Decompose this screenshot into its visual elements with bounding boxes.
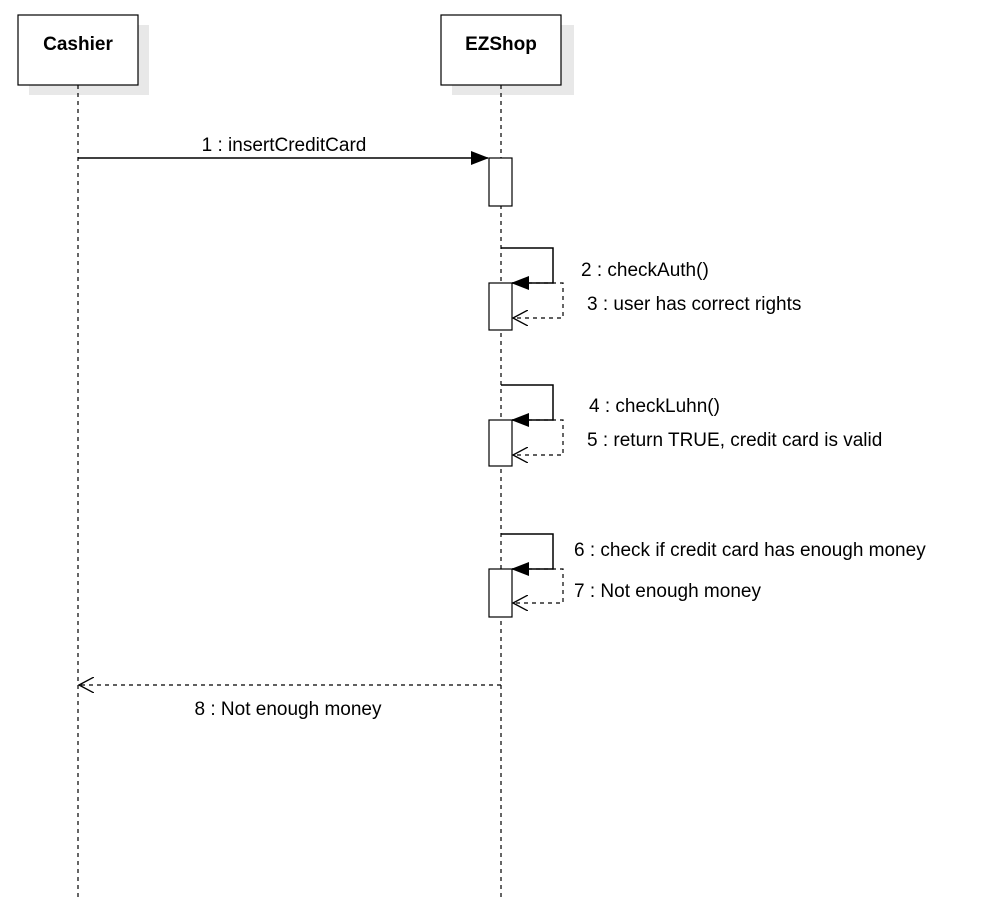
activation-bar-3 <box>488 419 513 467</box>
message-3-arrow <box>512 282 564 318</box>
activation-bar-4 <box>488 568 513 618</box>
activation-bar-2 <box>488 282 513 331</box>
message-3-label: 3 : user has correct rights <box>587 294 801 315</box>
message-8-label: 8 : Not enough money <box>195 699 382 720</box>
message-4-arrow <box>501 384 554 427</box>
message-5-label: 5 : return TRUE, credit card is valid <box>587 430 882 451</box>
participant-ezshop: EZShop <box>440 14 574 95</box>
message-4-label: 4 : checkLuhn() <box>589 396 720 417</box>
message-2-arrow <box>501 247 554 290</box>
participant-cashier-box <box>17 14 139 86</box>
message-1-label: 1 : insertCreditCard <box>202 135 367 156</box>
participant-ezshop-label: EZShop <box>465 34 537 55</box>
message-6-label: 6 : check if credit card has enough mone… <box>574 540 926 561</box>
activation-bar-1 <box>488 157 513 207</box>
participant-cashier: Cashier <box>17 14 149 95</box>
message-5-arrow <box>512 419 564 455</box>
participant-cashier-label: Cashier <box>43 34 113 55</box>
message-7-arrow <box>512 568 564 603</box>
participant-ezshop-box <box>440 14 562 86</box>
message-2-label: 2 : checkAuth() <box>581 260 709 281</box>
message-7-label: 7 : Not enough money <box>574 581 761 602</box>
message-6-arrow <box>501 533 554 576</box>
